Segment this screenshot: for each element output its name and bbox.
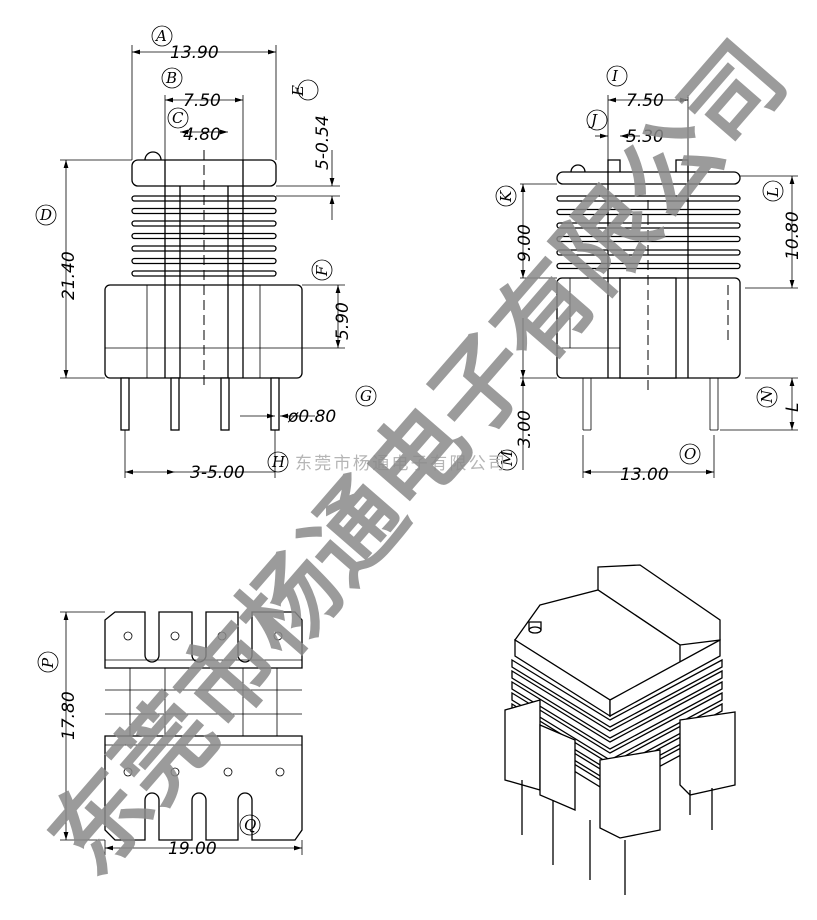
- dim-n-value: L: [783, 403, 803, 412]
- dim-l-value: 10.80: [783, 211, 803, 260]
- dim-d-value: 21.40: [59, 251, 79, 300]
- front-view-labels: A 13.90 B 7.50 C 4.80 D 21.40 E 5-0.54 F…: [35, 25, 377, 483]
- pin: [170, 377, 180, 431]
- small-watermark-text: 东莞市杨通电子有限公司: [295, 454, 505, 474]
- dim-e-value: 5-0.54: [313, 115, 333, 170]
- label-letter-l: L: [764, 187, 782, 198]
- dim-p-value: 17.80: [59, 691, 79, 740]
- front-view: [60, 45, 345, 478]
- dim-j-value: 5.30: [626, 127, 664, 147]
- dim-o-value: 13.00: [620, 465, 669, 485]
- dim-q-value: 19.00: [168, 839, 217, 859]
- dim-b-value: 7.50: [183, 91, 221, 111]
- label-letter-d: D: [39, 206, 52, 224]
- dim-k-value: 9.00: [515, 224, 535, 262]
- dim-c-value: 4.80: [183, 125, 221, 145]
- bottom-view: [60, 611, 303, 855]
- bobbin-fin: [511, 691, 723, 761]
- bobbin-fin: [511, 658, 723, 728]
- label-letter-f: F: [313, 265, 331, 277]
- label-letter-a: A: [154, 27, 167, 45]
- label-letter-n: N: [758, 389, 776, 404]
- label-letter-e: E: [289, 85, 307, 97]
- label-letter-m: M: [498, 450, 516, 467]
- side-view: [520, 95, 798, 478]
- isometric-view: [504, 564, 736, 895]
- label-letter-b: B: [165, 69, 177, 87]
- pin: [120, 377, 130, 431]
- pin: [270, 377, 280, 431]
- side-view-labels: I 7.50 J 5.30 K 9.00 L 10.80 M 3.00 N L …: [495, 65, 803, 485]
- label-letter-j: J: [588, 111, 598, 129]
- dim-f-value: 5.90: [333, 302, 353, 340]
- label-letter-o: O: [684, 445, 696, 463]
- dim-g-value: ø0.80: [287, 407, 336, 427]
- label-letter-k: K: [497, 190, 515, 203]
- label-letter-c: C: [172, 109, 184, 127]
- bobbin-fin: [511, 680, 723, 750]
- label-letter-g: G: [360, 387, 372, 405]
- dim-m-value: 3.00: [515, 410, 535, 448]
- bottom-view-labels: P 17.80 Q 19.00: [37, 651, 261, 859]
- label-letter-q: Q: [244, 816, 256, 834]
- label-letter-i: I: [611, 67, 619, 85]
- pin: [220, 377, 230, 431]
- dim-a-value: 13.90: [170, 43, 219, 63]
- label-letter-p: P: [39, 657, 57, 669]
- label-letter-h: H: [271, 453, 286, 471]
- bobbin-fin: [511, 669, 723, 739]
- dim-h-value: 3-5.00: [190, 463, 245, 483]
- dim-i-value: 7.50: [626, 91, 664, 111]
